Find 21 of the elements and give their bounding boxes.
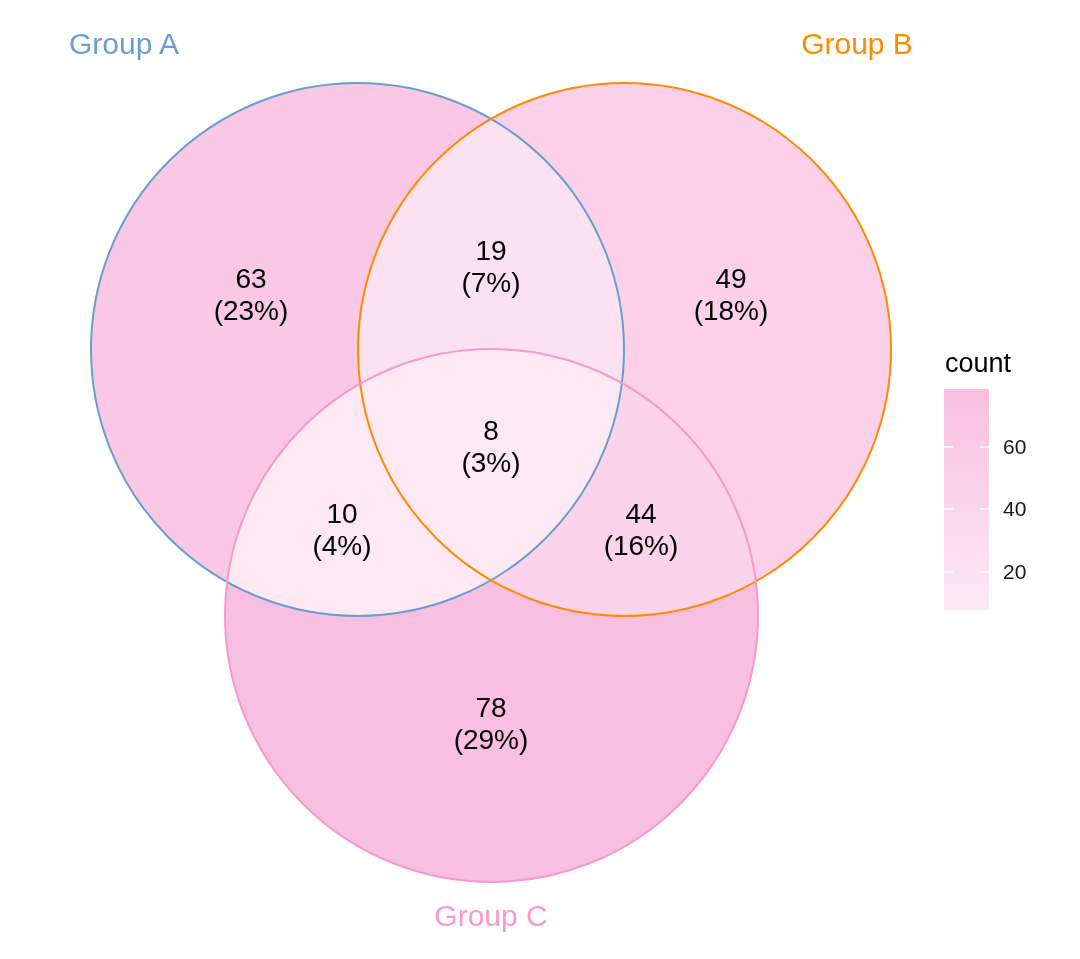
region-count: 8 xyxy=(482,415,500,448)
region-count: 63 xyxy=(234,263,268,296)
region-count: 44 xyxy=(624,498,658,531)
region-percent: (4%) xyxy=(312,530,372,563)
region-percent: (3%) xyxy=(461,447,521,480)
region-percent: (16%) xyxy=(603,530,679,563)
region-percent: (23%) xyxy=(213,295,289,328)
region-percent: (29%) xyxy=(453,724,529,756)
region-percent: (7%) xyxy=(461,267,521,299)
set-label: Group B xyxy=(801,27,913,61)
tick-label: 60 xyxy=(1003,435,1027,459)
tick-label: 40 xyxy=(1003,497,1027,521)
legend-title: count xyxy=(945,348,1012,378)
tick-label: 20 xyxy=(1003,560,1027,584)
region-count: 10 xyxy=(325,498,359,531)
region-percent: (18%) xyxy=(693,295,769,328)
region-count: 78 xyxy=(474,692,508,724)
set-label: Group A xyxy=(68,27,180,61)
region-count: 19 xyxy=(474,235,508,267)
region-count: 49 xyxy=(714,263,748,296)
set-label: Group C xyxy=(434,899,548,933)
